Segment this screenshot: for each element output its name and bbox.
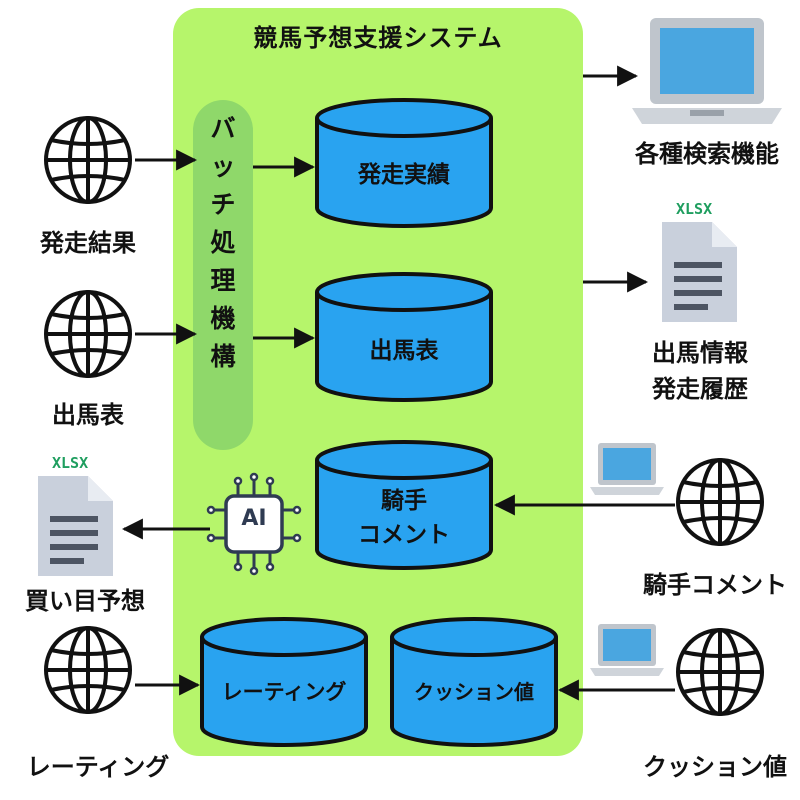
input-entries-label: 出馬表: [52, 401, 124, 429]
batch-processing-label: バ ッ チ 処 理 機 構: [193, 110, 253, 376]
globe-icon: [676, 458, 764, 546]
arrows: [121, 65, 675, 701]
output-search-label: 各種検索機能: [635, 140, 779, 168]
batch-processing-pill: [193, 100, 253, 450]
db-entries-label: 出馬表: [369, 338, 439, 364]
batch-char: 理: [210, 266, 236, 295]
db-cushion: [390, 617, 558, 747]
laptop-icon: [590, 443, 664, 495]
db-jockey-label-line1: 騎手: [381, 488, 427, 514]
laptop-icon: [632, 18, 782, 124]
output-entry-info-label-line2: 発走履歴: [652, 375, 748, 403]
ai-label: AI: [241, 506, 267, 531]
batch-char: 構: [210, 342, 236, 371]
db-cushion-label: クッション値: [414, 680, 534, 704]
globe-icon: [44, 626, 132, 714]
batch-char: チ: [210, 190, 236, 219]
system-title: 競馬予想支援システム: [253, 24, 503, 52]
batch-char: 機: [210, 304, 236, 333]
db-results: [315, 98, 493, 228]
xlsx-tag: XLSX: [52, 454, 89, 472]
xlsx-tag: XLSX: [676, 200, 713, 218]
output-prediction-label: 買い目予想: [25, 587, 145, 615]
input-cushion-label: クッション値: [643, 753, 787, 781]
document-icon: [662, 222, 737, 322]
output-entry-info-label-line1: 出馬情報: [652, 339, 748, 367]
globe-icon: [44, 290, 132, 378]
db-results-label: 発走実績: [358, 162, 450, 188]
db-rating: [200, 617, 368, 747]
batch-char: 処: [210, 228, 236, 257]
db-entries: [315, 272, 493, 402]
db-jockey: [315, 440, 493, 570]
input-rating-label: レーティング: [26, 753, 170, 781]
ai-chip-icon: [206, 472, 302, 576]
globe-icon: [44, 116, 132, 204]
globe-icon: [676, 628, 764, 716]
input-jockey-label: 騎手コメント: [643, 571, 787, 599]
document-icon: [38, 476, 113, 576]
batch-char: バ: [210, 114, 236, 143]
laptop-icon: [590, 624, 664, 676]
batch-char: ッ: [210, 152, 236, 181]
db-jockey-label-line2: コメント: [358, 522, 450, 548]
input-results-label: 発走結果: [40, 229, 136, 257]
db-rating-label: レーティング: [221, 680, 347, 704]
